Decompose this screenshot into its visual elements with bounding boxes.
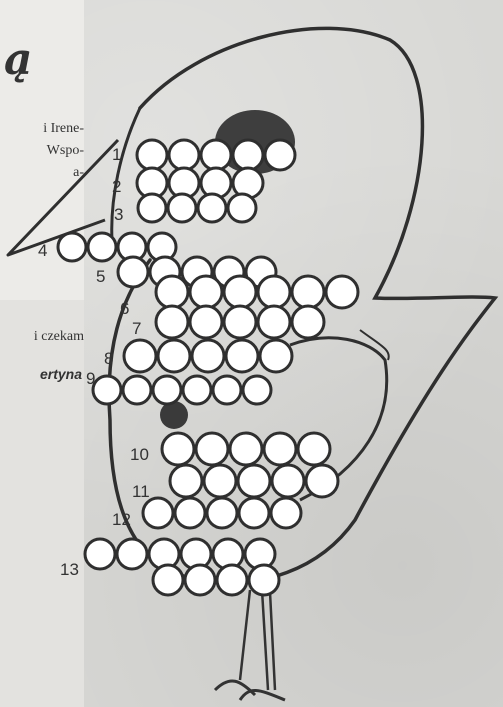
bead [156, 306, 188, 338]
bead [233, 140, 263, 170]
bead [230, 433, 262, 465]
row-label: 9 [86, 369, 95, 388]
bead [243, 376, 271, 404]
bead [143, 498, 173, 528]
bead [306, 465, 338, 497]
row-label: 7 [132, 319, 141, 338]
bead [260, 340, 292, 372]
bead [224, 306, 256, 338]
bead [228, 194, 256, 222]
row-label: 6 [120, 299, 129, 318]
bead [292, 306, 324, 338]
row-label: 12 [112, 510, 131, 529]
bead [226, 340, 258, 372]
bead [190, 306, 222, 338]
bead [264, 433, 296, 465]
bead [85, 539, 115, 569]
bead [271, 498, 301, 528]
bead [117, 539, 147, 569]
bead [258, 276, 290, 308]
bead [326, 276, 358, 308]
row-label: 5 [96, 267, 105, 286]
row-label: 8 [104, 349, 113, 368]
bead [175, 498, 205, 528]
row-label: 1 [112, 145, 121, 164]
bead [153, 376, 181, 404]
bead [58, 233, 86, 261]
bead [169, 140, 199, 170]
bead [249, 565, 279, 595]
bead [138, 194, 166, 222]
bead [272, 465, 304, 497]
bead [153, 565, 183, 595]
bead [224, 276, 256, 308]
bead [183, 376, 211, 404]
bead [258, 306, 290, 338]
bead [118, 257, 148, 287]
bead [201, 140, 231, 170]
bead [123, 376, 151, 404]
bead [168, 194, 196, 222]
bead [238, 465, 270, 497]
row-label: 11 [132, 482, 150, 501]
bead [158, 340, 190, 372]
row-label: 10 [130, 445, 149, 464]
bead-grid [58, 140, 358, 595]
bead [239, 498, 269, 528]
bead [213, 376, 241, 404]
bead [185, 565, 215, 595]
bead [137, 140, 167, 170]
bead [124, 340, 156, 372]
bead [196, 433, 228, 465]
bead [217, 565, 247, 595]
bead [192, 340, 224, 372]
bead [265, 140, 295, 170]
bead [93, 376, 121, 404]
bead [198, 194, 226, 222]
legs [240, 590, 275, 690]
bead [204, 465, 236, 497]
bead [170, 465, 202, 497]
row-label: 3 [114, 205, 123, 224]
bead [162, 433, 194, 465]
bead [190, 276, 222, 308]
bead [207, 498, 237, 528]
row-label: 2 [112, 177, 121, 196]
bead [88, 233, 116, 261]
row-label: 4 [38, 241, 47, 260]
row-label: 13 [60, 560, 79, 579]
bead [298, 433, 330, 465]
bead [156, 276, 188, 308]
bead [292, 276, 324, 308]
